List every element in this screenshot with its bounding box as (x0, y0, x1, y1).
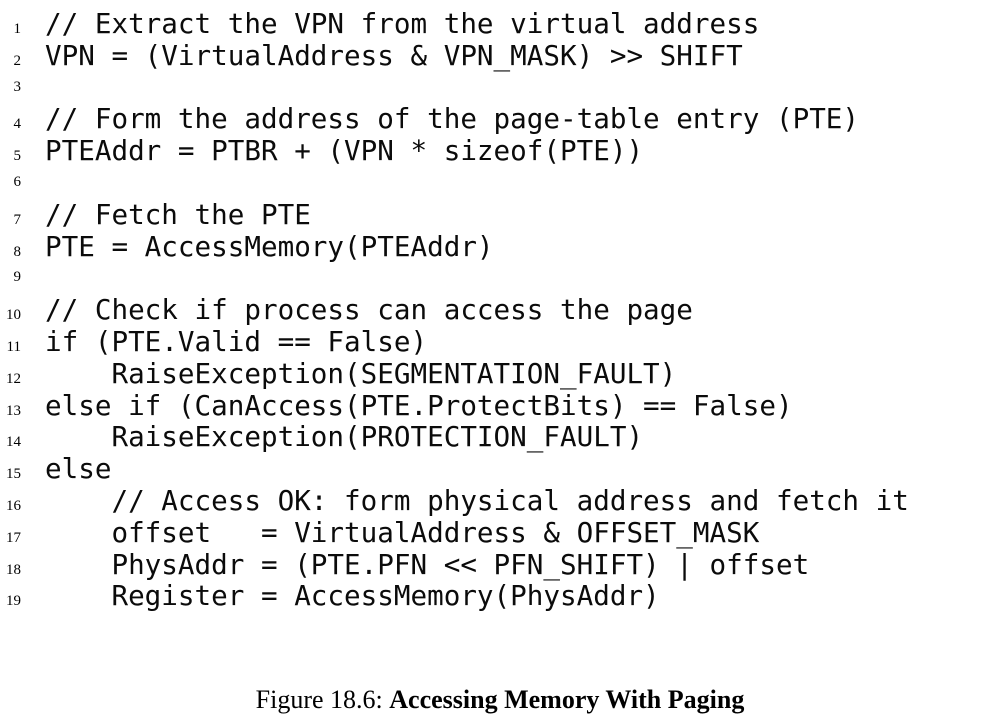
line-number: 17 (6, 529, 21, 546)
code-listing: 1 // Extract the VPN from the virtual ad… (0, 8, 1000, 612)
line-number: 10 (6, 307, 21, 324)
code-line: 8 PTE = AccessMemory(PTEAddr) (0, 229, 1000, 263)
figure-caption-label: Figure 18.6: (255, 685, 383, 714)
line-code: RaiseException(SEGMENTATION_FAULT) (45, 356, 677, 390)
line-code: // Check if process can access the page (45, 293, 693, 327)
line-number: 5 (13, 148, 22, 165)
line-code: PTEAddr = PTBR + (VPN * sizeof(PTE)) (45, 134, 644, 168)
code-line: 9 (0, 262, 1000, 294)
code-line: 12 RaiseException(SEGMENTATION_FAULT) (0, 356, 1000, 390)
line-number: 6 (13, 173, 22, 190)
code-line: 19 Register = AccessMemory(PhysAddr) (0, 580, 1000, 612)
line-number: 8 (13, 243, 22, 260)
code-line: 3 (0, 72, 1000, 104)
line-code: RaiseException(PROTECTION_FAULT) (45, 420, 644, 454)
line-code: // Fetch the PTE (45, 197, 311, 231)
line-number: 7 (13, 211, 22, 228)
code-line: 11 if (PTE.Valid == False) (0, 326, 1000, 358)
code-line: 13 else if (CanAccess(PTE.ProtectBits) =… (0, 388, 1000, 422)
line-number: 16 (6, 497, 21, 514)
code-line: 15 else (0, 453, 1000, 485)
line-code: PhysAddr = (PTE.PFN << PFN_SHIFT) | offs… (45, 547, 810, 581)
code-line: 4 // Form the address of the page-table … (0, 103, 1000, 135)
line-number: 18 (6, 561, 21, 578)
code-line: 2 VPN = (VirtualAddress & VPN_MASK) >> S… (0, 38, 1000, 72)
line-number: 3 (13, 78, 22, 95)
code-line: 6 (0, 167, 1000, 199)
code-line: 14 RaiseException(PROTECTION_FAULT) (0, 421, 1000, 453)
line-code: // Access OK: form physical address and … (45, 483, 909, 517)
code-line: 1 // Extract the VPN from the virtual ad… (0, 8, 1000, 40)
code-line: 17 offset = VirtualAddress & OFFSET_MASK (0, 515, 1000, 549)
line-code: else if (CanAccess(PTE.ProtectBits) == F… (45, 388, 793, 422)
figure-caption: Figure 18.6: Accessing Memory With Pagin… (0, 684, 1000, 716)
code-line: 18 PhysAddr = (PTE.PFN << PFN_SHIFT) | o… (0, 547, 1000, 581)
line-number: 15 (6, 466, 21, 483)
line-number: 13 (6, 402, 21, 419)
line-number: 1 (13, 21, 22, 37)
line-code: if (PTE.Valid == False) (45, 324, 428, 358)
line-code: else (45, 452, 112, 486)
line-code: offset = VirtualAddress & OFFSET_MASK (45, 515, 760, 549)
code-line: 10 // Check if process can access the pa… (0, 294, 1000, 326)
line-number: 11 (6, 338, 21, 355)
line-number: 12 (6, 370, 21, 387)
figure-caption-title: Accessing Memory With Paging (389, 685, 745, 714)
line-number: 4 (13, 116, 22, 133)
line-number: 14 (6, 434, 21, 451)
line-number: 19 (6, 593, 21, 610)
code-line: 16 // Access OK: form physical address a… (0, 485, 1000, 517)
line-code: // Form the address of the page-table en… (45, 102, 860, 136)
line-number: 9 (13, 269, 22, 286)
line-number: 2 (13, 52, 22, 69)
code-line: 5 PTEAddr = PTBR + (VPN * sizeof(PTE)) (0, 135, 1000, 167)
line-code: Register = AccessMemory(PhysAddr) (45, 579, 660, 613)
line-code: VPN = (VirtualAddress & VPN_MASK) >> SHI… (45, 38, 743, 72)
line-code: PTE = AccessMemory(PTEAddr) (45, 229, 494, 263)
code-line: 7 // Fetch the PTE (0, 197, 1000, 231)
line-code: // Extract the VPN from the virtual addr… (45, 7, 760, 40)
